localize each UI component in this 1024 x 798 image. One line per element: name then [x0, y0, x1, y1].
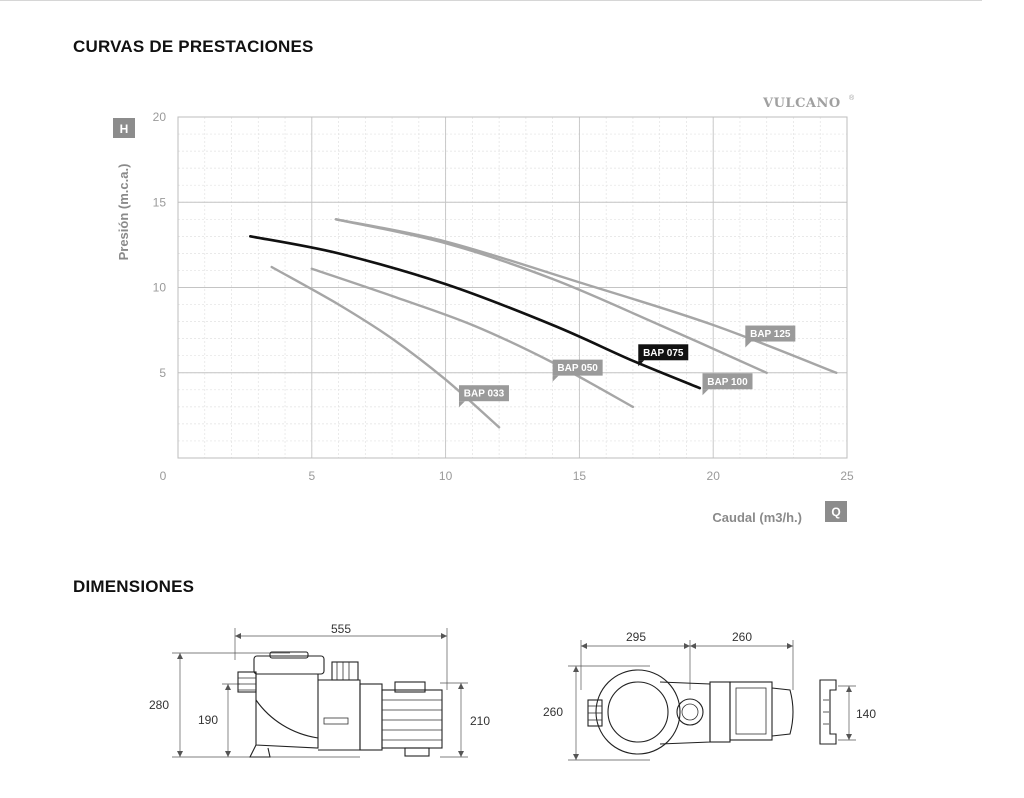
dim-side-length: 555: [331, 622, 351, 636]
series-label-pointer-bap-125: [745, 341, 752, 348]
series-label-box-bap-125: [745, 325, 796, 342]
dimensions-heading: DIMENSIONES: [73, 577, 195, 596]
series-line-bap-075: [249, 235, 702, 390]
series-label-box-bap-033: [458, 385, 509, 402]
dim-side-inner-height: 190: [198, 713, 218, 727]
y-tick-label: 20: [153, 110, 167, 124]
series-label-bap-033: BAP 033: [464, 389, 505, 400]
series-label-pointer-bap-075: [638, 360, 645, 367]
dim-top-right-length: 260: [732, 630, 752, 644]
x-tick-label: 20: [707, 469, 721, 483]
dim-top-left-length: 295: [626, 630, 646, 644]
brand-registered-mark: ®: [849, 94, 855, 102]
series-label-bap-075: BAP 075: [643, 348, 684, 359]
series-lines: [249, 218, 838, 429]
y-tick-label: 15: [153, 195, 167, 209]
series-label-bap-050: BAP 050: [557, 363, 598, 374]
top-divider: [0, 0, 982, 1]
dim-end-height: 140: [856, 707, 876, 721]
series-label-box-bap-050: [552, 359, 603, 376]
y-axis-badge: [113, 118, 135, 138]
x-tick-label: 25: [840, 469, 854, 483]
series-label-pointer-bap-050: [552, 375, 559, 382]
series-label-pointer-bap-100: [702, 389, 709, 396]
y-tick-label: 10: [153, 281, 167, 295]
y-axis-badge-label: H: [120, 122, 129, 136]
series-line-bap-100: [334, 218, 768, 374]
dim-side-motor-height: 210: [470, 714, 490, 728]
top-view-drawing: [568, 640, 856, 761]
series-label-box-bap-100: [702, 373, 753, 390]
x-tick-label: 15: [573, 469, 587, 483]
dim-side-height: 280: [149, 698, 169, 712]
y-axis-ticks: 5 10 15 20: [153, 110, 167, 380]
x-tick-label: 10: [439, 469, 453, 483]
y-tick-label: 5: [159, 366, 166, 380]
series-line-bap-125: [334, 218, 838, 374]
y-axis-label: Presión (m.c.a.): [116, 164, 131, 261]
x-axis-label: Caudal (m3/h.): [712, 510, 802, 525]
series-label-pointer-bap-033: [458, 401, 465, 408]
dim-top-height: 260: [543, 705, 563, 719]
x-axis-badge: [825, 501, 847, 522]
performance-curves-heading: CURVAS DE PRESTACIONES: [73, 37, 314, 56]
side-view-drawing: [172, 628, 468, 758]
series-label-bap-100: BAP 100: [707, 377, 748, 388]
plot-frame: [177, 116, 848, 459]
series-label-box-bap-075: [638, 344, 689, 361]
series-label-bap-125: BAP 125: [750, 329, 791, 340]
x-tick-label: 5: [308, 469, 315, 483]
x-axis-ticks: 5 10 15 20 25: [308, 469, 854, 483]
origin-tick-label: 0: [160, 469, 167, 483]
series-line-bap-050: [310, 267, 635, 409]
x-axis-badge-label: Q: [831, 505, 840, 519]
brand-logo: VULCANO: [762, 96, 841, 111]
